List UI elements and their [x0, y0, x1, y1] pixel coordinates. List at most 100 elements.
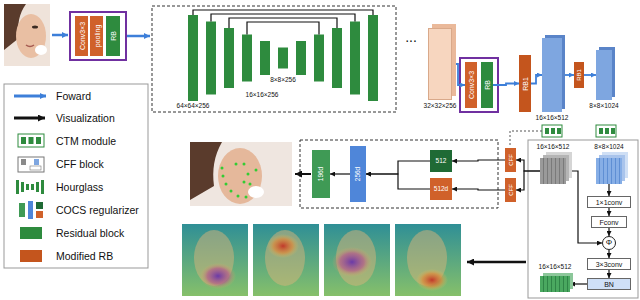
- heatmap: [182, 224, 248, 296]
- modified-rb: RB1: [574, 62, 584, 88]
- legend-frame: [4, 84, 148, 268]
- modified-rb: RB1: [519, 55, 531, 112]
- cff-cell: [30, 166, 41, 170]
- ctm-cell: [36, 137, 41, 144]
- bn-box: BN: [587, 278, 631, 290]
- legend-entry: Visualization: [0, 112, 148, 124]
- node-text: 3×3conv: [596, 261, 623, 268]
- node-text: BN: [604, 281, 614, 288]
- dimension-label: 16×16×256: [246, 92, 279, 99]
- conv-box: Conv3×3: [465, 62, 477, 108]
- input-photo: [4, 4, 50, 66]
- node-text: 256d: [355, 167, 362, 181]
- landmark-dot: [222, 175, 225, 178]
- feature-stack: 16×16×512: [540, 276, 570, 292]
- legend-text: Modified RB: [56, 251, 113, 262]
- landmark-dot: [235, 163, 238, 166]
- hair: [190, 142, 222, 200]
- hourglass-bar: [296, 41, 306, 75]
- legend-visualization-sample: [14, 117, 45, 120]
- cocs-cell: [28, 201, 33, 219]
- visualization-arrow: [516, 171, 540, 190]
- ctm-cell: [557, 128, 561, 134]
- photo-ground: [190, 142, 292, 206]
- node-text: RB: [484, 80, 491, 90]
- node-text: 16×16×512: [537, 144, 570, 151]
- landmark-dot: [225, 183, 228, 186]
- node-text: pooling: [93, 25, 100, 48]
- photo-ground: [4, 4, 50, 66]
- hourglass-bar: [224, 28, 234, 88]
- ctm-module: [542, 125, 562, 137]
- visualization-arrow: [295, 173, 311, 175]
- forward-arrow: [562, 74, 574, 76]
- heatmap-ground: [395, 224, 461, 296]
- landmark-dot: [245, 196, 248, 199]
- hand: [35, 45, 47, 55]
- node-text: Conv3×3: [78, 22, 85, 50]
- hourglass-bar: [16, 180, 19, 194]
- forward-arrow: [52, 34, 68, 37]
- hourglass-bar: [314, 35, 324, 82]
- landmark-dot: [243, 163, 246, 166]
- skip-connections: [193, 10, 373, 35]
- cocs-cell: [36, 211, 43, 218]
- hourglass-bar: [31, 184, 34, 190]
- feature-map: 8×8×1024: [596, 50, 612, 100]
- heatmap-ground: [182, 224, 248, 296]
- eye: [32, 26, 38, 29]
- node-text: Fconv: [599, 219, 618, 226]
- feature-stack: 16×16×512: [540, 158, 566, 184]
- landmark-photo: [190, 142, 292, 206]
- legend-text: Hourglass: [56, 182, 103, 193]
- landmark-dot: [243, 181, 246, 184]
- forward-arrow: [127, 35, 150, 38]
- node-text: 32×32×256: [424, 103, 457, 110]
- conv-box: 3×3conv: [587, 258, 631, 270]
- heatmap-hotspot: [200, 263, 236, 289]
- hourglass-frame: [152, 6, 396, 112]
- node-text: 512d: [434, 186, 448, 193]
- conv-box: 1×1conv: [587, 196, 631, 208]
- visualization-arrow: [366, 161, 430, 174]
- visualization-arrow: [608, 250, 609, 258]
- node-text: CFF: [508, 184, 514, 196]
- heatmap-face: [265, 230, 305, 286]
- hourglass-bar: [206, 22, 216, 95]
- heatmap: [395, 224, 461, 296]
- visualization-arrow: [608, 228, 609, 236]
- visualization-arrow: [608, 184, 609, 196]
- legend-hourglass-icon: [16, 180, 44, 194]
- lips: [26, 45, 34, 47]
- visualization-arrow: [452, 189, 505, 190]
- fconv-box: Fconv: [591, 216, 627, 228]
- visualization-arrow: [570, 283, 587, 284]
- ctm-cell: [611, 128, 615, 134]
- cff-cell: [21, 159, 26, 165]
- heatmap-ground: [324, 224, 390, 296]
- hourglass-bar: [242, 35, 252, 82]
- feature-bar: 196d: [312, 150, 330, 198]
- hourglass-bar: [41, 180, 44, 194]
- residual-block: RB: [106, 16, 120, 56]
- visualization-arrow: [608, 270, 609, 278]
- feature-bar: 512d: [430, 178, 452, 200]
- legend-entry: Hourglass: [0, 181, 148, 193]
- legend-forward-sample: [14, 95, 46, 98]
- visualization-arrow: [608, 208, 609, 216]
- heatmap: [253, 224, 319, 296]
- heatmap-ground: [253, 224, 319, 296]
- dimension-label: 8×8×256: [270, 77, 296, 84]
- feature-stack: 8×8×1024: [596, 158, 622, 184]
- legend-swatch: [20, 227, 42, 239]
- heatmap-hotspot: [332, 247, 372, 277]
- node-text: RB: [110, 31, 117, 41]
- hourglass-bar: [36, 182, 39, 192]
- heatmap: [324, 224, 390, 296]
- hourglass-bar: [350, 22, 360, 95]
- node-text: 8×8×1024: [594, 144, 623, 151]
- residual-block: RB: [481, 62, 493, 108]
- hourglass-bar: [260, 41, 270, 75]
- ctm-cell: [21, 137, 26, 144]
- legend-entry: Modified RB: [0, 250, 148, 262]
